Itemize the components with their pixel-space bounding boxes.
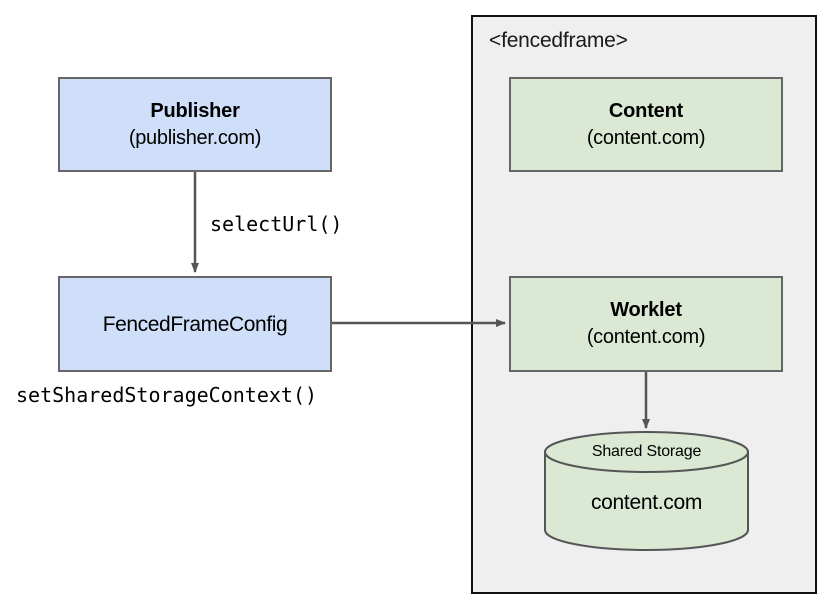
cylinder-shape [544,431,749,551]
node-publisher-title: Publisher [150,99,240,122]
node-fencedframeconfig-label: FencedFrameConfig [102,312,288,336]
node-shared-storage: Shared Storage content.com [543,430,750,552]
node-worklet: Worklet (content.com) [509,276,783,372]
edge-label-selecturl: selectUrl() [210,212,343,236]
shared-storage-body-label: content.com [590,491,703,514]
fencedframe-label: <fencedframe> [489,29,628,52]
annotation-set-shared-storage-context: setSharedStorageContext() [16,383,318,407]
node-worklet-title: Worklet [610,299,682,321]
node-publisher-subtitle: (publisher.com) [128,126,262,149]
node-publisher: Publisher (publisher.com) [58,77,332,172]
node-worklet-subtitle: (content.com) [586,326,706,348]
node-fencedframeconfig: FencedFrameConfig [58,276,332,372]
node-content-title: Content [608,99,684,122]
shared-storage-top-label: Shared Storage [591,443,702,460]
node-content: Content (content.com) [509,77,783,172]
node-content-subtitle: (content.com) [586,126,706,149]
